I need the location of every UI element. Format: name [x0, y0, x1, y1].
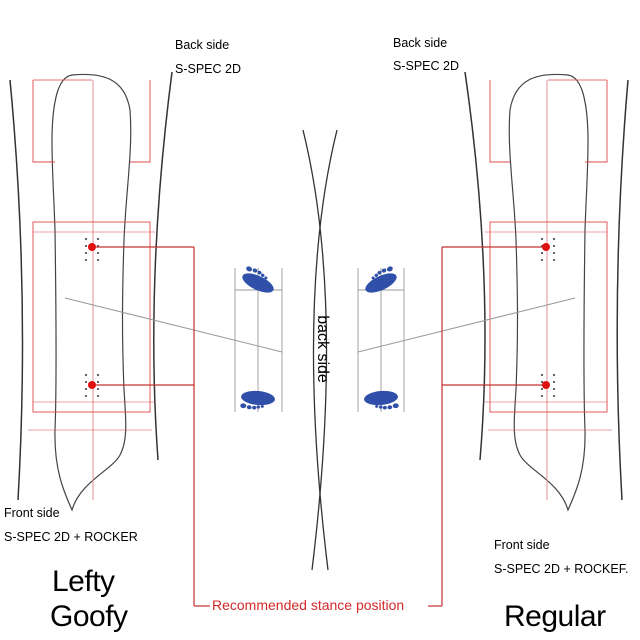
spec-back-label-left: S-SPEC 2D	[175, 62, 241, 76]
right-stance-dot-top	[542, 243, 550, 251]
left-outer-edge-right	[153, 71, 173, 461]
right-inserts-top	[541, 238, 555, 261]
right-inserts-bottom	[541, 374, 555, 397]
stance-position-label: Recommended stance position	[210, 597, 407, 613]
left-board-outline	[51, 73, 132, 512]
spec-front-label-right: S-SPEC 2D + ROCKEF.	[494, 562, 629, 576]
right-guide-top-left	[489, 80, 510, 163]
left-guide-top	[32, 80, 55, 163]
right-outer-edge-right	[616, 79, 629, 501]
left-guide-box	[32, 221, 151, 413]
spec-front-label-left: S-SPEC 2D + ROCKER	[4, 530, 138, 544]
right-board-outline	[508, 73, 589, 512]
front-side-label-left: Front side	[4, 506, 60, 520]
left-outer-edge-left	[9, 79, 24, 501]
right-stance-dot-bottom	[542, 381, 550, 389]
lefty-label: Lefty	[52, 565, 115, 598]
right-outer-edge-left	[464, 71, 486, 461]
footprint-icon	[363, 389, 399, 412]
left-inserts-bottom	[85, 374, 99, 397]
left-stance-dot-bottom	[88, 381, 96, 389]
spec-back-label-right: S-SPEC 2D	[393, 59, 459, 73]
regular-label: Regular	[504, 600, 606, 633]
back-side-label-left: Back side	[175, 38, 230, 52]
right-diagonal	[357, 297, 576, 353]
center-edge-b	[312, 129, 338, 571]
stance-connectors	[96, 246, 542, 607]
left-guide-top-right	[130, 80, 151, 163]
right-guide-top	[585, 80, 608, 163]
footprint-icon	[240, 389, 276, 412]
right-board	[357, 71, 629, 512]
right-guide-box	[489, 221, 608, 413]
center-edge-a	[302, 129, 328, 571]
left-stance-dot-top	[88, 243, 96, 251]
left-board	[9, 71, 283, 512]
left-diagonal	[64, 297, 283, 353]
footprint-icon	[360, 264, 400, 297]
center-back-side-label: back side	[314, 315, 331, 383]
front-side-label-right: Front side	[494, 538, 550, 552]
footprint-icon	[239, 264, 279, 297]
back-side-label-right: Back side	[393, 36, 448, 50]
goofy-label: Goofy	[50, 600, 128, 633]
